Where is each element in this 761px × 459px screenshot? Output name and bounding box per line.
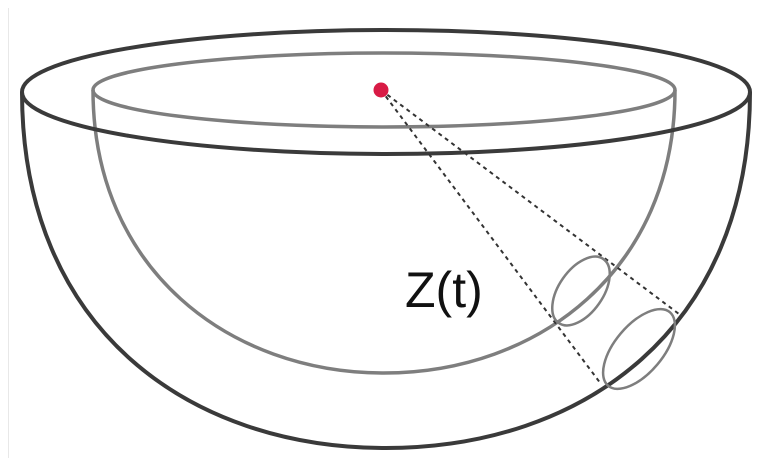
inner-bowl-curve [91,89,677,375]
outer-cross-section-ellipse [601,307,677,391]
z-of-t-label: Z(t) [405,262,483,318]
dotted-rays [380,89,680,385]
inner-cross-section-ellipse [551,255,611,327]
outer-hemisphere [20,28,752,451]
source-point [373,82,389,98]
ray-lower [380,89,602,385]
ray-upper [380,89,680,315]
inner-hemisphere [91,51,677,375]
outer-bowl-curve [20,91,752,451]
cone-cross-sections [551,255,677,391]
